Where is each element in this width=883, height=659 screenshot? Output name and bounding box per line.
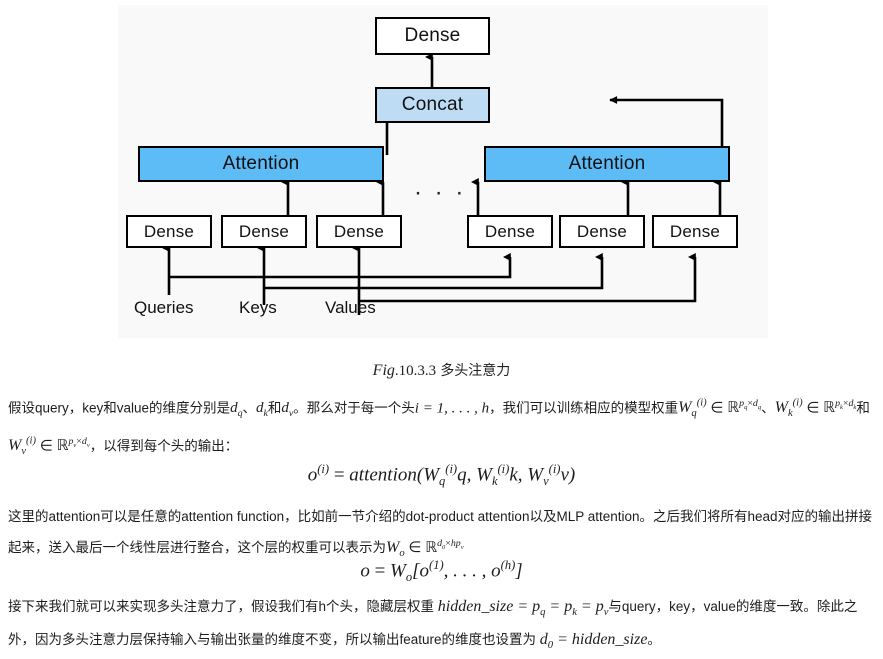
eq1-rel: = <box>329 464 350 486</box>
eq2-sup2: (h) <box>500 558 516 572</box>
p1-text-d: 。那么对于每一个头 <box>293 400 415 416</box>
eq1-wq-sub: q <box>439 474 446 489</box>
node-label: Dense <box>238 221 290 241</box>
multihead-attention-diagram <box>162 52 724 315</box>
math-d-v: dv <box>281 400 294 420</box>
input-label-keys: Keys <box>239 298 277 317</box>
math-in-4: ∈ <box>404 540 426 556</box>
p2-text-a: 这里的attention可以是任意的attention function，比如前… <box>8 509 873 555</box>
p3-text-c: 。 <box>647 632 661 648</box>
math-R-v: ℝpv×dv <box>56 435 90 454</box>
node-label: Dense <box>333 221 385 241</box>
eq2-W-sub: o <box>405 570 413 585</box>
eq1-wq-sup: (i) <box>445 462 458 476</box>
math-in-3: ∈ <box>35 437 57 454</box>
node-label: Dense <box>669 221 721 241</box>
node-label: Dense <box>404 25 461 46</box>
math-W-o: Wo <box>386 539 405 560</box>
caption-number: .10.3.3 <box>394 363 437 379</box>
node-dense-value-right: Dense <box>652 215 738 248</box>
eq1-wk-sub: k <box>491 474 498 489</box>
eq2-lhs: o <box>360 560 370 582</box>
paragraph-dimensions: 假设query，key和value的维度分别是dq、dk和dv。那么对于每一个头… <box>8 390 876 465</box>
node-label: Dense <box>143 221 195 241</box>
eq2-mid: , . . . , o <box>443 560 501 582</box>
equation-head-output: o(i) = attention(Wq(i)q, Wk(i)k, Wv(i)v) <box>0 462 883 489</box>
eq1-lhs: o <box>307 464 318 486</box>
eq2-sup1: (1) <box>429 558 444 572</box>
equation-concat-output: o = Wo[o(1), . . . , o(h)] <box>0 558 883 585</box>
math-W-q: Wq(i) <box>678 398 707 420</box>
eq1-arg-k: k, <box>509 464 528 486</box>
math-head-range: i = 1, . . . , h <box>414 400 490 417</box>
math-d-q: dq <box>230 400 243 420</box>
p1-text-h: ，以得到每个头的输出： <box>89 437 239 453</box>
eq1-w-k: W <box>476 464 492 486</box>
p1-text-f: 、 <box>761 400 775 416</box>
math-in-2: ∈ <box>802 400 824 417</box>
figure-caption: Fig.10.3.3 多头注意力 <box>0 360 883 380</box>
ellipsis-separator: · · · <box>414 179 467 206</box>
eq2-open: [o <box>412 560 430 582</box>
node-label: Dense <box>484 221 536 241</box>
p1-text-a: 假设query，key和value的维度分别是 <box>8 400 231 416</box>
math-W-v: Wv(i) <box>8 435 36 458</box>
math-in-1: ∈ <box>706 400 728 417</box>
eq1-wv-sub: v <box>543 474 549 489</box>
node-dense-key-right: Dense <box>559 215 645 248</box>
caption-title: 多头注意力 <box>440 362 511 378</box>
eq1-lhs-sup: (i) <box>317 462 330 476</box>
node-attention-right: Attention <box>484 146 730 182</box>
caption-fig-word: Fig <box>372 362 395 379</box>
math-R-o: ℝd0×hpv <box>425 538 464 556</box>
eq1-arg-v: v) <box>560 464 576 486</box>
p1-text-b: 、 <box>242 400 257 416</box>
math-d-k: dk <box>256 400 268 420</box>
math-d0-hidden: d0 = hidden_size <box>539 631 648 652</box>
node-dense-query-right: Dense <box>467 215 553 248</box>
node-dense-key-left: Dense <box>221 215 307 248</box>
p1-text-e: ，我们可以训练相应的模型权重 <box>489 400 679 416</box>
node-label: Concat <box>401 94 464 115</box>
node-label: Attention <box>222 153 300 174</box>
node-dense-output: Dense <box>375 17 490 55</box>
node-concat: Concat <box>375 87 490 123</box>
p3-text-a: 接下来我们就可以来实现多头注意力了，假设我们有h个头，隐藏层权重 <box>8 599 435 614</box>
math-R-k: ℝpk×dk <box>823 398 857 417</box>
node-attention-left: Attention <box>138 146 384 182</box>
p1-text-c: 和 <box>267 400 282 416</box>
eq1-fn: attention( <box>349 464 424 486</box>
eq2-close: ] <box>515 560 523 582</box>
node-dense-value-left: Dense <box>316 215 402 248</box>
paragraph-implementation: 接下来我们就可以来实现多头注意力了，假设我们有h个头，隐藏层权重 hidden_… <box>8 593 876 659</box>
eq2-W: W <box>390 560 406 582</box>
eq2-rel: = <box>369 560 391 582</box>
p1-text-g: 和 <box>856 400 870 416</box>
eq1-wv-sup: (i) <box>548 462 561 476</box>
figure-panel: Dense Concat Attention Attention · · · D… <box>118 5 768 338</box>
paragraph-attention-function: 这里的attention可以是任意的attention function，比如前… <box>8 503 876 567</box>
eq1-wk-sup: (i) <box>497 462 510 476</box>
node-label: Attention <box>568 153 646 174</box>
math-R-q: ℝpq×dq <box>727 398 762 417</box>
eq1-arg-q: q, <box>457 464 477 486</box>
math-hidden-size: hidden_size = pq = pk = pv <box>437 598 609 619</box>
input-label-values: Values <box>325 298 376 317</box>
node-dense-query-left: Dense <box>126 215 212 248</box>
input-label-queries: Queries <box>134 298 194 317</box>
math-W-k: Wk(i) <box>774 398 803 420</box>
eq1-w-q: W <box>423 464 440 486</box>
eq1-w-v: W <box>527 464 544 486</box>
p3-text-b: 与query，key，value的维度一致。除此之外，因为多头注意力层保持输入与… <box>8 599 858 648</box>
node-label: Dense <box>576 221 628 241</box>
